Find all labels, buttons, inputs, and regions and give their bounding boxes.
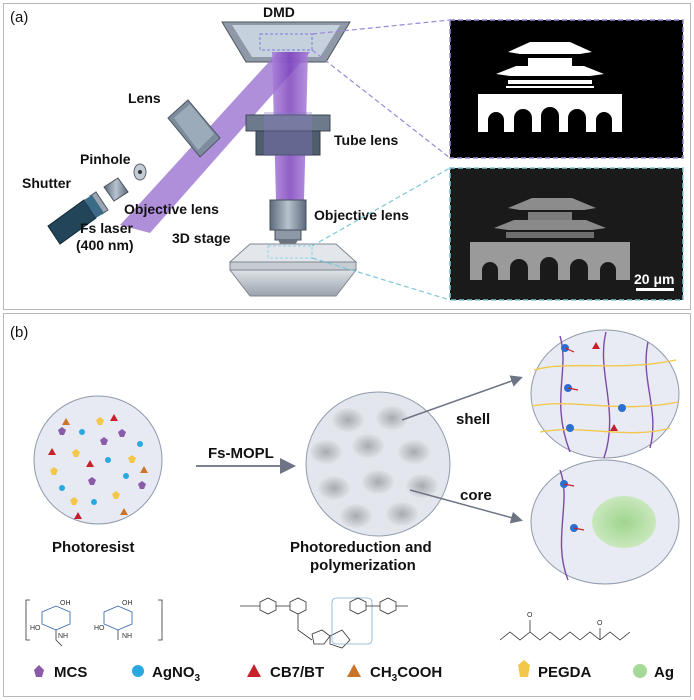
photoresist-label: Photoresist bbox=[52, 539, 135, 556]
small-objective bbox=[103, 177, 129, 202]
dmd-pattern-image bbox=[449, 19, 684, 159]
shell-network bbox=[530, 329, 680, 459]
stage-label: 3D stage bbox=[172, 230, 231, 246]
legend-cb7-label: CB7/BT bbox=[270, 664, 324, 681]
legend-ag-marker bbox=[633, 664, 647, 678]
legend-cb7-marker bbox=[247, 664, 261, 677]
legend-pegda-label: PEGDA bbox=[538, 664, 592, 681]
cb7-structure bbox=[240, 597, 408, 649]
fs-laser-body bbox=[47, 195, 104, 245]
shell-arrow bbox=[401, 375, 523, 421]
legend-agno3-label: AgNO3 bbox=[152, 664, 201, 684]
core-label: core bbox=[460, 487, 492, 504]
legend-pegda-marker bbox=[518, 660, 530, 677]
fs-laser-label: Fs laser bbox=[80, 220, 133, 236]
polymerized-droplet bbox=[305, 391, 451, 537]
chem-o-2: O bbox=[597, 620, 603, 627]
chem-oh-2: OH bbox=[122, 600, 133, 607]
tube-lens bbox=[245, 112, 331, 156]
fs-laser-wavelength: (400 nm) bbox=[76, 237, 134, 253]
chem-o-1: O bbox=[527, 612, 533, 619]
shell-label: shell bbox=[456, 411, 490, 428]
chem-oh-1: OH bbox=[60, 600, 71, 607]
scale-bar-label: 20 μm bbox=[634, 271, 674, 287]
chem-nh: NH bbox=[58, 633, 68, 640]
legend-acetic-marker bbox=[347, 664, 361, 677]
dmd bbox=[221, 21, 351, 63]
legend-acetic-label: CH3COOH bbox=[370, 664, 442, 684]
mcs-structure bbox=[25, 599, 163, 647]
core-structure bbox=[530, 459, 680, 585]
pegda-structure bbox=[499, 620, 631, 641]
shutter-label: Shutter bbox=[22, 175, 72, 191]
objective-lens-right-label: Objective lens bbox=[314, 207, 409, 223]
legend-agno3-marker bbox=[132, 665, 144, 677]
legend-mcs-marker bbox=[34, 665, 44, 677]
result-label-line1: Photoreduction and bbox=[290, 539, 432, 556]
lens-element bbox=[167, 99, 221, 158]
core-arrow bbox=[409, 489, 523, 524]
microscope-objective bbox=[269, 199, 307, 250]
photoresist-droplet bbox=[33, 395, 163, 525]
projection-lines bbox=[311, 19, 451, 301]
chem-nh2: NH bbox=[122, 633, 132, 640]
panel-b-label: (b) bbox=[10, 324, 28, 341]
pinhole-element bbox=[133, 163, 147, 181]
result-label-line2: polymerization bbox=[310, 557, 416, 574]
dmd-label: DMD bbox=[263, 4, 295, 20]
stage-3d bbox=[228, 243, 358, 297]
pinhole-label: Pinhole bbox=[80, 151, 131, 167]
tube-lens-label: Tube lens bbox=[334, 132, 399, 148]
panel-a-label: (a) bbox=[10, 9, 28, 26]
chem-ho-1: HO bbox=[30, 625, 41, 632]
process-label: Fs-MOPL bbox=[208, 445, 274, 462]
chem-ho-2: HO bbox=[94, 625, 105, 632]
objective-lens-left-label: Objective lens bbox=[124, 201, 219, 217]
legend-ag-label: Ag bbox=[654, 664, 674, 681]
legend: MCS AgNO3 CB7/BT CH3COOH PEGDA Ag bbox=[34, 660, 674, 684]
legend-mcs-label: MCS bbox=[54, 664, 87, 681]
lens-label: Lens bbox=[128, 90, 161, 106]
sem-image bbox=[449, 167, 684, 301]
